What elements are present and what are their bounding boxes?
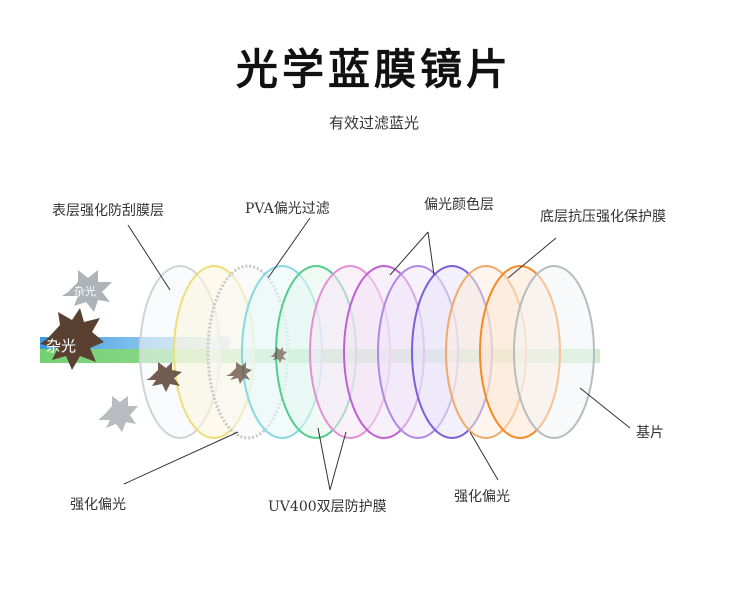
leader-base-coat (507, 237, 557, 279)
stray-light-burst-inside-1 (226, 362, 252, 384)
label-polarized-color-layer: 偏光颜色层 (424, 197, 494, 213)
label-base-resist-coat: 底层抗压强化保护膜 (540, 209, 666, 225)
label-enhanced-polarized-right: 强化偏光 (454, 489, 510, 505)
stray-light-label-small: 杂光 (74, 285, 96, 298)
label-substrate: 基片 (636, 425, 664, 441)
leader-color-layer-b (427, 231, 435, 276)
page-title: 光学蓝膜镜片 (235, 45, 512, 94)
stray-light-burst-mid (146, 362, 182, 392)
leader-uv400-a (317, 427, 331, 491)
label-uv400-double-layer: UV400双层防护膜 (268, 499, 387, 515)
label-enhanced-polarized-left: 强化偏光 (70, 497, 126, 513)
stray-light-burst-large (40, 308, 104, 370)
stray-light-label: 杂光 (46, 337, 77, 355)
stray-light-burst-bottom (98, 396, 138, 432)
leader-enhanced-left (123, 431, 239, 485)
lens-stack (139, 264, 595, 440)
stray-light-burst-top (62, 270, 112, 312)
leader-substrate (579, 387, 631, 429)
stray-light-burst-inside-2 (270, 347, 287, 363)
leader-uv400-b (329, 431, 347, 491)
leader-surface-coat (127, 224, 171, 291)
leader-enhanced-right (469, 431, 499, 481)
leader-color-layer-a (389, 231, 429, 276)
leader-pva (267, 217, 311, 279)
label-pva-filter: PVA偏光过滤 (245, 201, 330, 217)
page-subtitle: 有效过滤蓝光 (328, 114, 419, 132)
label-surface-hard-coat: 表层强化防刮膜层 (52, 203, 164, 219)
lens-layer-12 (513, 265, 595, 439)
